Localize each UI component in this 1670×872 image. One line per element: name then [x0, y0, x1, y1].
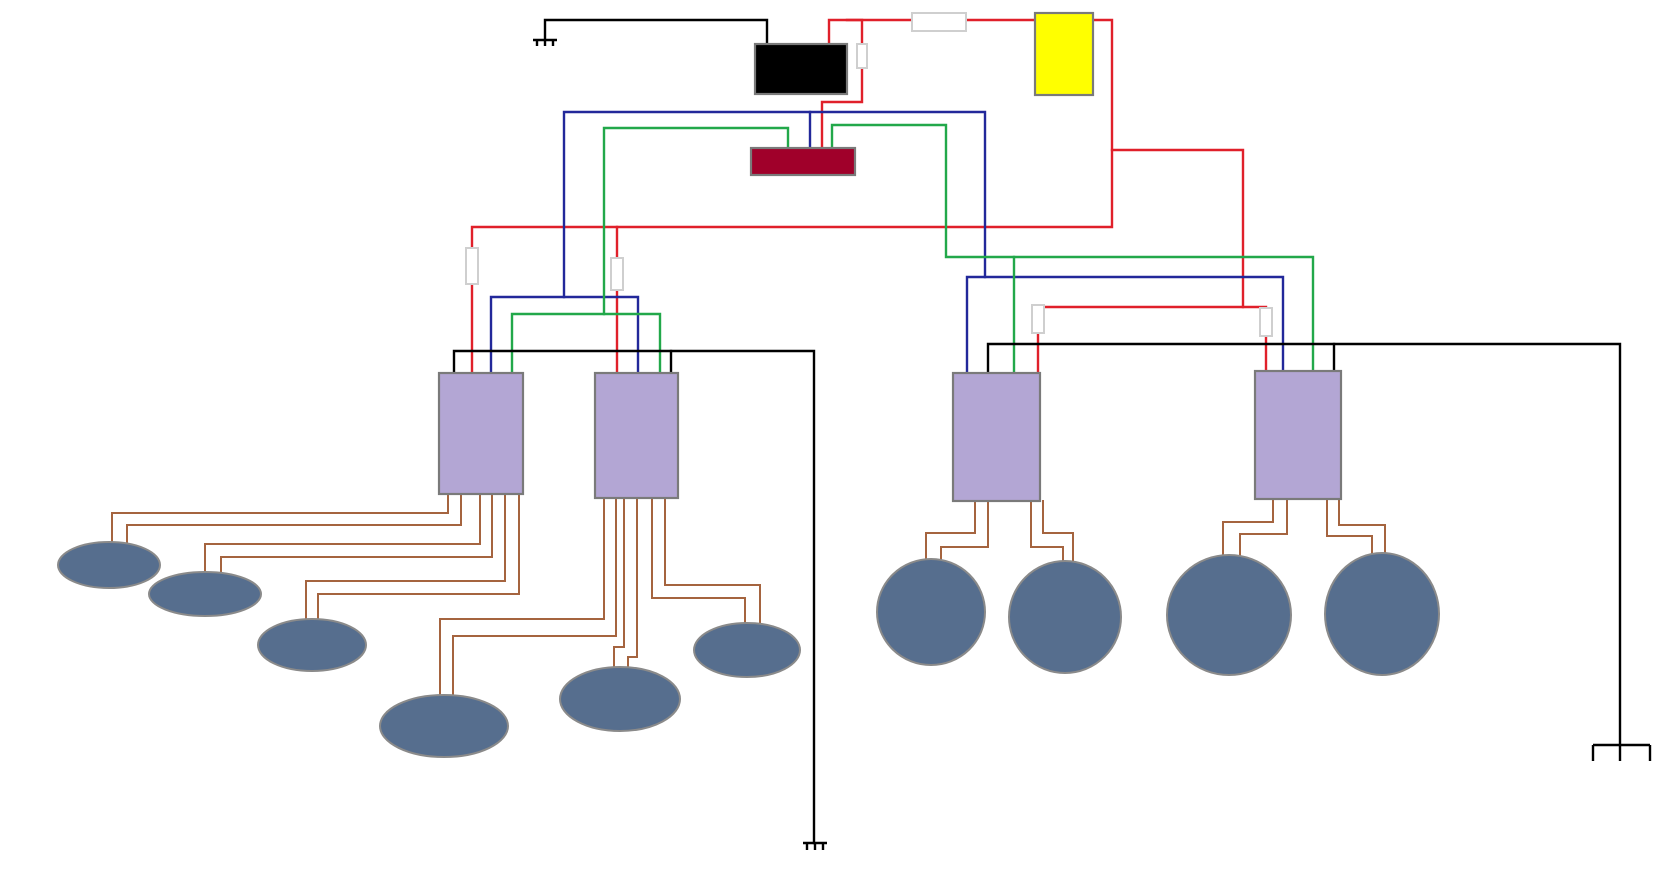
- amplifier: [1253, 369, 1343, 501]
- speaker: [148, 571, 262, 617]
- head-unit: [753, 42, 849, 96]
- speaker: [1324, 552, 1440, 676]
- fuse: [1031, 304, 1045, 334]
- speaker: [379, 694, 509, 758]
- amplifier: [437, 371, 525, 496]
- power-wires: [470, 18, 1268, 375]
- fuse: [465, 247, 479, 285]
- ground-symbol-right: [1591, 743, 1652, 761]
- speaker: [876, 558, 986, 666]
- speaker-wires-right: [925, 498, 1386, 562]
- battery: [1033, 11, 1095, 97]
- head-unit-ground-wire: [543, 18, 769, 46]
- speaker: [1008, 560, 1122, 674]
- fuse: [1259, 307, 1273, 337]
- remote-wires: [489, 110, 1285, 375]
- ground-symbol-left: [803, 841, 827, 850]
- amplifier: [951, 371, 1042, 503]
- amp-ground-wires: [452, 342, 1652, 850]
- fuse: [856, 43, 868, 69]
- ground-symbol: [533, 38, 557, 46]
- amplifiers: [437, 369, 1343, 503]
- speaker: [1166, 554, 1292, 676]
- speaker: [257, 618, 367, 672]
- speaker: [693, 622, 801, 678]
- processor: [749, 146, 857, 177]
- fuse: [610, 257, 624, 291]
- speakers: [57, 541, 1440, 758]
- signal-wires: [510, 123, 1315, 375]
- amplifier: [593, 371, 680, 500]
- speaker: [559, 666, 681, 732]
- speaker: [57, 541, 161, 589]
- speaker-wires-left: [111, 493, 761, 698]
- fuse: [911, 12, 967, 32]
- fuses: [465, 12, 1273, 337]
